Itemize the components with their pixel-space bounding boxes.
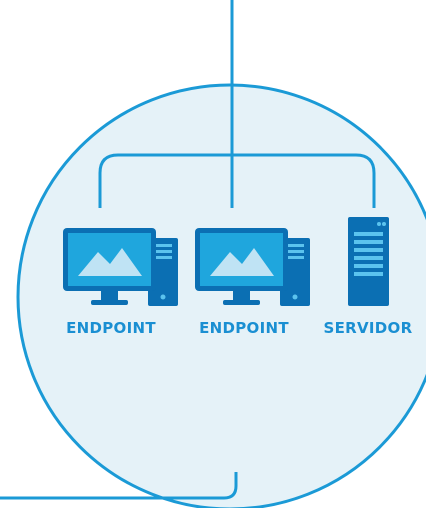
server-node: SERVIDOR — [324, 217, 413, 337]
network-circle — [16, 83, 426, 508]
desktop-computer-icon — [195, 228, 310, 306]
bottom-connector-line — [0, 472, 238, 500]
branch-connector — [98, 153, 376, 208]
desktop-computer-icon — [63, 228, 178, 306]
node-label-1: ENDPOINT — [66, 319, 156, 337]
node-label-2: ENDPOINT — [199, 319, 289, 337]
server-tower-icon — [348, 217, 389, 306]
node-label-3: SERVIDOR — [324, 319, 413, 337]
endpoint-computer-1: ENDPOINT — [63, 228, 178, 337]
endpoint-computer-2: ENDPOINT — [195, 228, 310, 337]
